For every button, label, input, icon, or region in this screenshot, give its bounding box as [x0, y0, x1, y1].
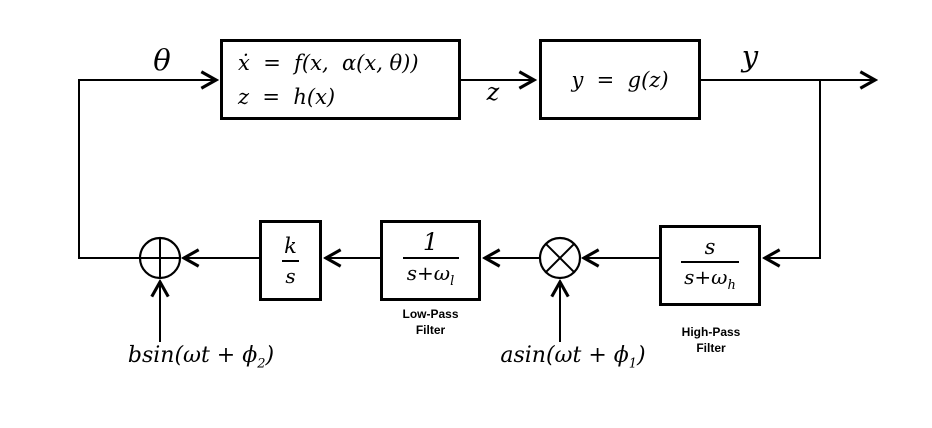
fraction-bar: [681, 260, 739, 263]
lowpass-caption-line2: Filter: [415, 323, 446, 337]
output-map-equation: y = g(z): [571, 67, 669, 92]
highpass-numerator: s: [704, 234, 716, 259]
highpass-denominator-base: s+ω: [684, 264, 728, 289]
modulation-post: ): [637, 343, 646, 368]
lowpass-denominator-subscript: l: [450, 273, 455, 289]
perturbation-signal-label: bsin(ωt + ϕ2): [105, 342, 297, 378]
z-signal-label: z: [486, 78, 500, 106]
plant-equation-line1: ẋ = f(x, α(x, θ)): [238, 50, 419, 75]
multiplier-junction: [538, 236, 582, 280]
perturbation-post: ): [265, 343, 275, 368]
perturbation-pre: bsin(ωt + ϕ: [127, 343, 258, 368]
plus-icon: [139, 237, 181, 279]
modulation-pre: asin(ωt + ϕ: [500, 343, 629, 368]
feedback-path: [78, 80, 216, 259]
integrator-transfer-function: k s: [282, 234, 299, 288]
highpass-denominator: s+ωh: [684, 264, 736, 297]
integrator-numerator: k: [284, 233, 297, 258]
highpass-caption-line2: Filter: [696, 341, 726, 355]
output-map-box: y = g(z): [539, 39, 701, 120]
lowpass-denominator: s+ωl: [406, 260, 455, 293]
highpass-denominator-subscript: h: [727, 277, 736, 293]
perturbation-subscript: 2: [257, 356, 266, 372]
highpass-filter-box: s s+ωh: [659, 225, 761, 306]
integrator-denominator: s: [285, 263, 296, 288]
lowpass-numerator: 1: [422, 227, 439, 256]
integrator-box: k s: [259, 220, 322, 301]
lowpass-transfer-function: 1 s+ωl: [402, 227, 459, 293]
y-signal-label: y: [741, 39, 759, 73]
theta-signal-label: θ: [153, 43, 171, 77]
highpass-caption-line1: High-Pass: [681, 325, 741, 339]
highpass-filter-caption: High-Pass Filter: [661, 324, 761, 356]
plant-equation-line2: z = h(x): [238, 84, 336, 109]
y-output-wire: [700, 80, 875, 258]
modulation-signal-label: asin(ωt + ϕ1): [477, 342, 669, 378]
sum-junction: [138, 236, 182, 280]
modulation-subscript: 1: [628, 356, 638, 372]
lowpass-caption-line1: Low-Pass: [402, 307, 459, 321]
lowpass-filter-caption: Low-Pass Filter: [380, 306, 481, 338]
fraction-bar: [282, 259, 299, 262]
lowpass-denominator-base: s+ω: [406, 260, 451, 285]
times-icon: [544, 242, 576, 274]
highpass-transfer-function: s s+ωh: [681, 235, 739, 297]
fraction-bar: [402, 256, 459, 259]
plant-box: ẋ = f(x, α(x, θ)) z = h(x): [220, 39, 461, 120]
lowpass-filter-box: 1 s+ωl: [380, 220, 481, 301]
